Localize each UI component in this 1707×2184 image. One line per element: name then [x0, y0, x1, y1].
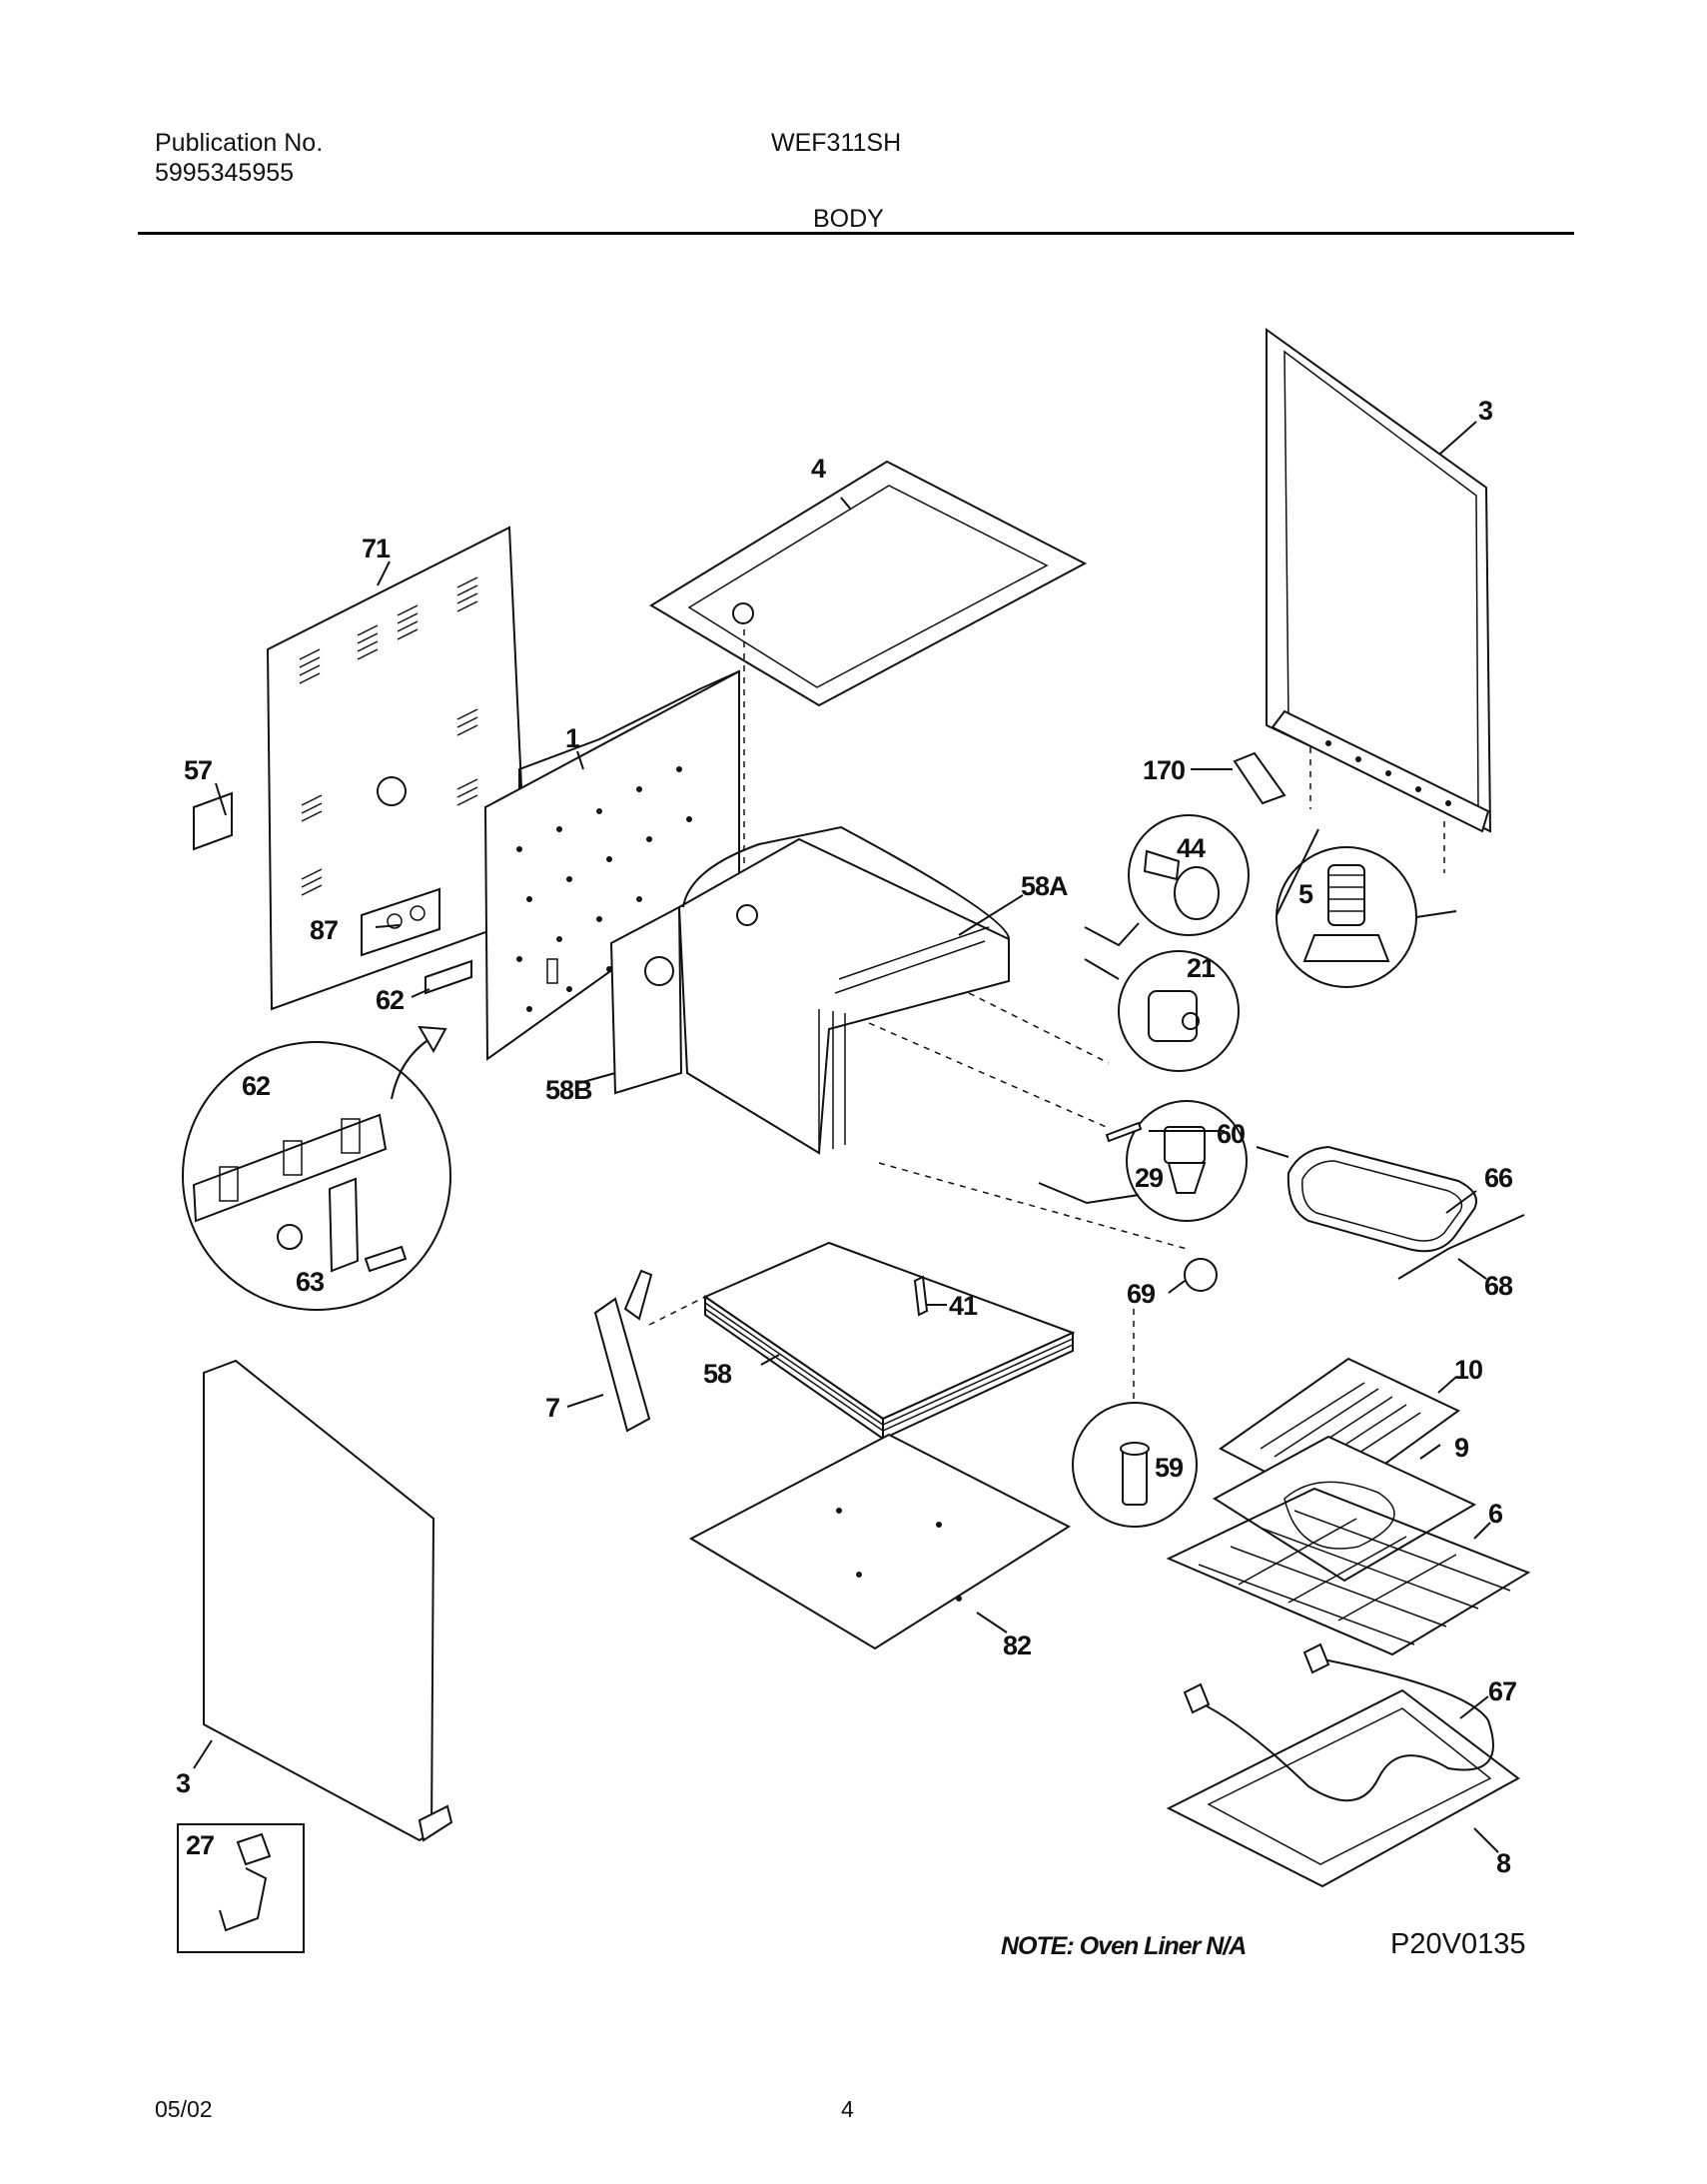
callout-41: 41	[949, 1291, 978, 1321]
bottom-panel-part	[688, 1433, 1072, 1650]
callout-labels: 71 57 87 62 62 63 1 4 58A 58B 44 21 60 2…	[176, 396, 1517, 1878]
callout-62-detail: 62	[242, 1071, 270, 1101]
oven-insulation-part	[609, 825, 1188, 1399]
callout-67: 67	[1488, 1676, 1516, 1706]
plug-part-69	[1184, 1258, 1218, 1292]
sensor-detail	[1072, 1402, 1198, 1528]
callout-66: 66	[1484, 1163, 1513, 1193]
model-number: WEF311SH	[771, 129, 902, 157]
diagram-code: P20V0135	[1390, 1928, 1526, 1960]
footer-date: 05/02	[155, 2096, 213, 2122]
back-panel-part	[193, 526, 529, 1011]
leveling-leg-detail	[1276, 828, 1457, 988]
oven-liner-note: NOTE: Oven Liner N/A	[1001, 1932, 1247, 1960]
terminal-block-detail	[182, 1025, 451, 1311]
callout-6: 6	[1488, 1499, 1503, 1529]
left-side-panel-part	[203, 1359, 453, 1842]
callout-1: 1	[565, 723, 580, 753]
callout-62-top: 62	[376, 985, 404, 1015]
callout-57: 57	[184, 755, 212, 785]
top-panel-part	[649, 460, 1088, 903]
callout-27: 27	[186, 1830, 214, 1860]
callout-58a: 58A	[1021, 871, 1068, 901]
clip-detail	[1084, 950, 1240, 1072]
callout-63: 63	[296, 1267, 325, 1297]
page-number: 4	[841, 2096, 854, 2122]
door-hinge-part	[593, 1269, 710, 1433]
callout-9: 9	[1454, 1433, 1469, 1463]
callout-82: 82	[1003, 1631, 1031, 1660]
section-title: BODY	[813, 205, 884, 233]
callout-69: 69	[1127, 1279, 1156, 1309]
callout-58: 58	[703, 1359, 732, 1389]
leader-lines	[193, 421, 1499, 1853]
callout-170: 170	[1143, 755, 1185, 785]
callout-29: 29	[1135, 1163, 1164, 1193]
right-side-panel-part	[1266, 328, 1492, 873]
callout-10: 10	[1454, 1355, 1482, 1385]
callout-87: 87	[310, 915, 338, 945]
callout-71: 71	[362, 534, 391, 563]
leveler-bracket-part	[1191, 751, 1286, 805]
callout-3-right: 3	[1478, 396, 1493, 426]
broil-element-part	[1256, 1145, 1525, 1280]
callout-58b: 58B	[545, 1075, 592, 1105]
bake-element-tray-part	[1166, 1642, 1520, 1888]
callout-7: 7	[545, 1393, 559, 1423]
callout-3-left: 3	[176, 1768, 191, 1798]
clip-part-60	[1105, 1121, 1143, 1143]
callout-60: 60	[1217, 1119, 1245, 1149]
callout-8: 8	[1496, 1848, 1511, 1878]
callout-68: 68	[1484, 1271, 1513, 1301]
callout-4: 4	[811, 454, 826, 484]
knob-detail	[1084, 814, 1250, 947]
bracket-detail	[1038, 1100, 1248, 1222]
clip-inset-box	[177, 1823, 305, 1953]
callout-21: 21	[1187, 953, 1216, 983]
publication-number: 5995345955	[155, 159, 295, 187]
callout-59: 59	[1155, 1453, 1184, 1483]
bottom-insulation-part	[702, 1241, 1076, 1441]
publication-label: Publication No.	[155, 129, 324, 157]
callout-5: 5	[1298, 879, 1313, 909]
oven-rack-part	[1166, 1487, 1531, 1656]
header-rule	[138, 232, 1574, 235]
callout-44: 44	[1177, 833, 1206, 863]
